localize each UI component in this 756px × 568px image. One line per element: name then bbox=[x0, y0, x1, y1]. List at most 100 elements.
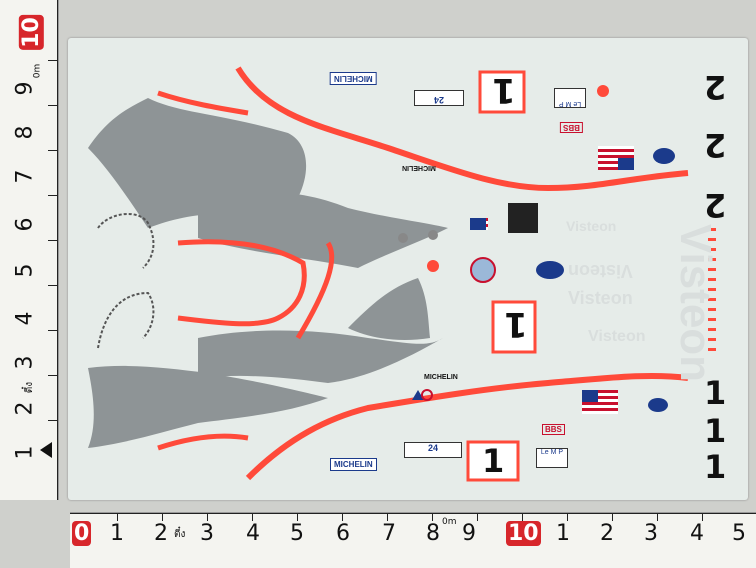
ruler-left-number-5: 5 bbox=[12, 263, 38, 278]
ruler-left-number-6: 6 bbox=[12, 217, 38, 232]
ruler-left-number-7: 7 bbox=[12, 169, 38, 184]
lemans-24-label-top: 24 bbox=[414, 90, 464, 106]
red-dash bbox=[708, 328, 716, 331]
red-stripe-u-upper bbox=[177, 239, 307, 327]
ruler-bottom-tick bbox=[432, 513, 433, 521]
red-dash bbox=[708, 298, 716, 301]
red-dash bbox=[708, 308, 716, 311]
red-stripe-top-curve bbox=[235, 66, 689, 192]
red-stripe-bottom-curve bbox=[245, 372, 689, 481]
ruler-bottom-tick bbox=[162, 513, 163, 521]
decal-sheet: 1 1 1 2 2 2 1 1 1 Visteon Visteon Visteo… bbox=[68, 38, 748, 500]
lemans-24-number: 24 bbox=[427, 443, 438, 453]
ruler-bottom-number-1: 1 bbox=[110, 521, 124, 546]
grey-dot bbox=[398, 233, 408, 243]
ruler-bottom-unit: 0m bbox=[442, 517, 457, 527]
ruler-bottom-tick bbox=[612, 513, 613, 521]
ruler-bottom-edge bbox=[70, 513, 756, 514]
side-number-1-c: 1 bbox=[704, 448, 727, 486]
visteon-small-logo: Visteon bbox=[568, 288, 633, 308]
silver-panel-mid bbox=[348, 278, 430, 340]
ford-logo-oval bbox=[536, 261, 564, 279]
ruler-bottom-tick bbox=[387, 513, 388, 521]
ford-logo-oval-top bbox=[653, 148, 675, 164]
ruler-bottom-number-3: 3 bbox=[200, 521, 214, 546]
red-dash bbox=[708, 228, 716, 231]
ruler-bottom-tick bbox=[477, 513, 478, 521]
red-dash bbox=[708, 338, 716, 341]
ruler-bottom-tick bbox=[252, 513, 253, 521]
ruler-left-number-10: 10 bbox=[18, 15, 44, 50]
ruler-bottom-number-15: 5 bbox=[732, 521, 746, 546]
circle-e-icon bbox=[421, 389, 433, 401]
globe-logo bbox=[470, 257, 496, 283]
race-number-top: 1 bbox=[492, 70, 516, 110]
red-dash bbox=[708, 258, 716, 261]
ford-logo-oval-bottom bbox=[648, 398, 668, 412]
ruler-left-tick bbox=[48, 285, 57, 286]
ruler-bottom-number-11: 1 bbox=[556, 521, 570, 546]
bbs-logo-bottom: BBS bbox=[542, 424, 565, 435]
ruler-bottom-tick bbox=[657, 513, 658, 521]
lemans-mp-label-bottom: Le M P bbox=[536, 448, 568, 468]
race-number-bottom: 1 bbox=[482, 442, 505, 480]
silver-panel-top-mid bbox=[198, 191, 448, 268]
ruler-bottom-number-6: 6 bbox=[336, 521, 350, 546]
grey-dot bbox=[428, 230, 438, 240]
ruler-left-number-3: 3 bbox=[12, 355, 38, 370]
red-stripe-top-left bbox=[157, 90, 249, 116]
side-number-1-b: 1 bbox=[704, 412, 727, 450]
red-dash bbox=[708, 288, 716, 291]
ruler-left-tick bbox=[48, 150, 57, 151]
ruler-left-tick bbox=[48, 105, 57, 106]
red-roundel bbox=[427, 260, 439, 272]
ruler-left-edge bbox=[57, 0, 58, 500]
ruler-left-thai: ตี๋ง bbox=[24, 381, 36, 394]
ruler-left-number-8: 8 bbox=[12, 125, 38, 140]
us-flag-top bbox=[598, 146, 634, 170]
side-number-2-b: 2 bbox=[704, 126, 727, 164]
wheel-arch-lower bbox=[97, 291, 155, 349]
left-ruler: 10 0m 9 8 7 6 5 4 3 ตี๋ง 2 1 bbox=[0, 0, 59, 500]
bottom-ruler: 0 1 2 ตี๋ง 3 4 5 6 7 8 0m 9 10 1 2 3 4 5 bbox=[70, 512, 756, 568]
michelin-bottom-logo: MICHELIN bbox=[330, 458, 377, 471]
ruler-left-number-1: 1 bbox=[12, 445, 38, 460]
ruler-left-tick bbox=[48, 375, 57, 376]
ruler-bottom-number-0: 0 bbox=[72, 521, 92, 546]
lemans-24-number: 24 bbox=[434, 95, 445, 105]
ruler-left-tick bbox=[48, 330, 57, 331]
ruler-bottom-tick bbox=[702, 513, 703, 521]
michelin-small-logo: MICHELIN bbox=[402, 164, 436, 171]
visteon-small-logo: Visteon bbox=[568, 261, 633, 281]
red-dash bbox=[708, 318, 716, 321]
michelin-mid-logo: MICHELIN bbox=[424, 374, 458, 381]
ruler-left-number-2: 2 bbox=[12, 401, 38, 416]
ruler-left-tick bbox=[48, 240, 57, 241]
decal-artwork bbox=[88, 66, 716, 482]
side-number-2-a: 2 bbox=[704, 68, 727, 106]
red-stripe-bottom-left bbox=[157, 433, 249, 451]
ruler-bottom-number-9: 9 bbox=[462, 521, 476, 546]
ruler-left-number-4: 4 bbox=[12, 311, 38, 326]
side-number-1-a: 1 bbox=[704, 374, 727, 412]
ruler-bottom-number-14: 4 bbox=[690, 521, 704, 546]
ruler-bottom-tick bbox=[117, 513, 118, 521]
ruler-bottom-tick bbox=[207, 513, 208, 521]
num-box-mid bbox=[491, 300, 537, 354]
red-dash bbox=[708, 248, 716, 251]
triangle-icon bbox=[412, 390, 424, 400]
lemans-mp-label-top: Le M P bbox=[554, 88, 586, 108]
race-number-mid: 1 bbox=[504, 304, 528, 344]
ruler-bottom-number-4: 4 bbox=[246, 521, 260, 546]
red-dash bbox=[708, 268, 716, 271]
ruler-bottom-number-5: 5 bbox=[290, 521, 304, 546]
label-box-code: Le M P bbox=[540, 449, 564, 456]
ruler-bottom-tick bbox=[522, 513, 523, 521]
wheel-arch-upper bbox=[97, 212, 155, 269]
ruler-bottom-thai: ตี๋ง bbox=[174, 529, 186, 540]
ruler-left-unit: 0m bbox=[32, 63, 43, 79]
num-box-top bbox=[478, 70, 526, 114]
lemans-24-label-bottom: 24 bbox=[404, 442, 462, 458]
ruler-bottom-number-8: 8 bbox=[426, 521, 440, 546]
red-roundel-top bbox=[597, 85, 609, 97]
